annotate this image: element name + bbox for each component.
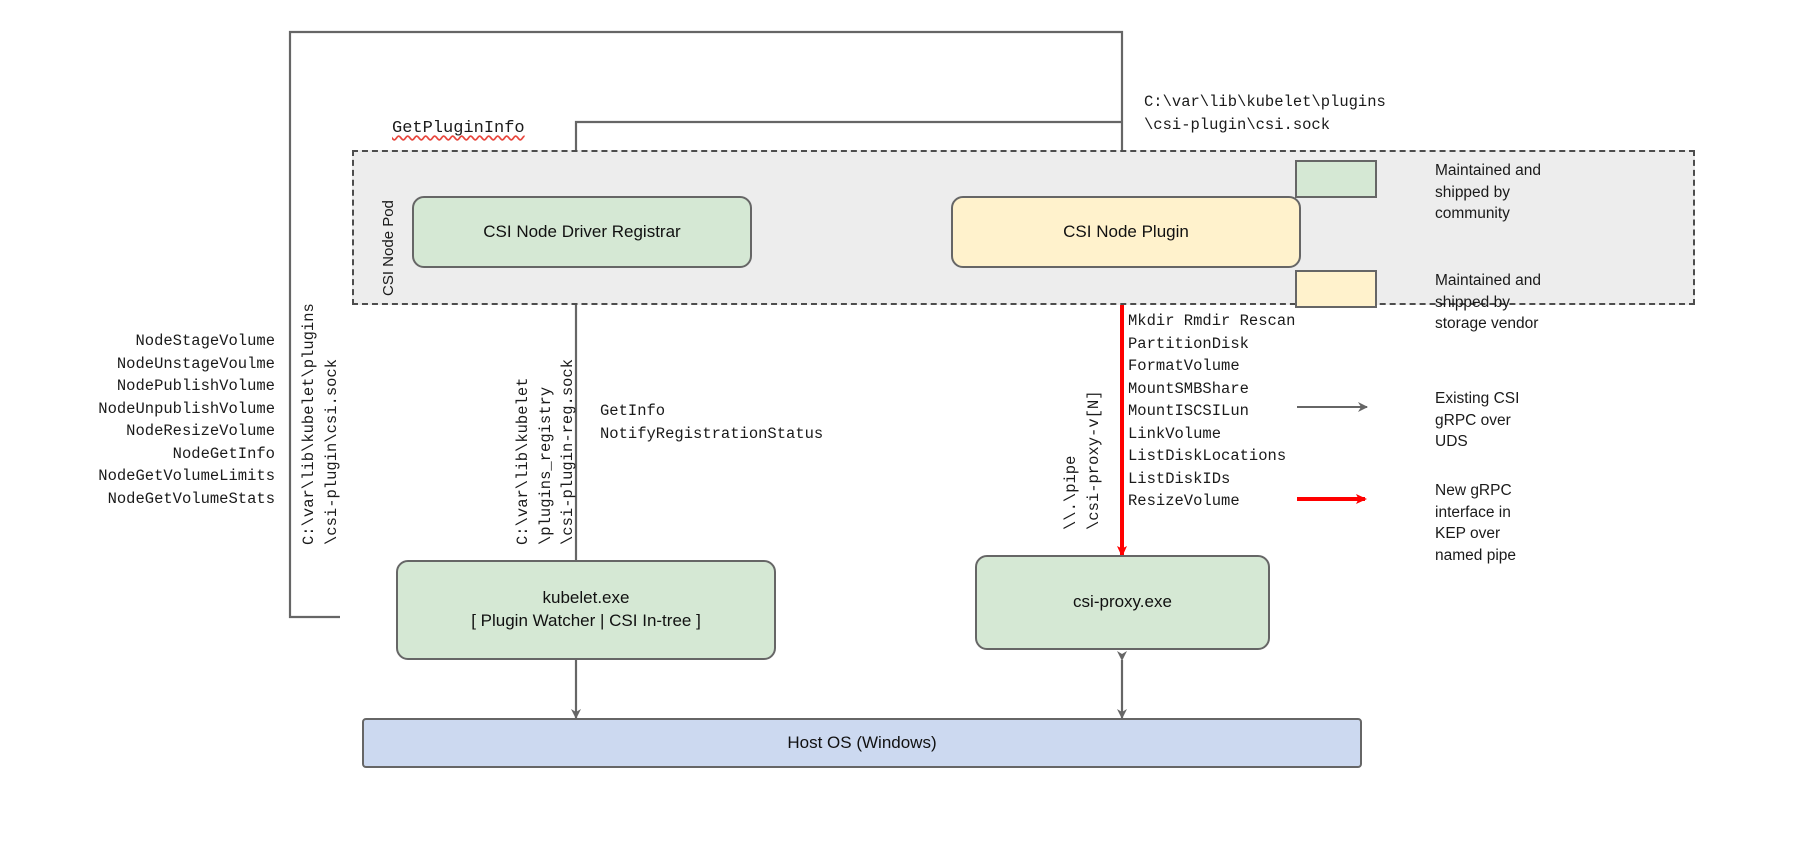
node-csi-node-plugin-label: CSI Node Plugin — [1063, 221, 1189, 241]
legend-arrow-gray-icon — [1295, 388, 1377, 426]
node-host-os-label: Host OS (Windows) — [787, 732, 937, 752]
legend-item-community: Maintained and shipped by community — [1295, 160, 1541, 225]
node-kubelet-exe-subtitle: [ Plugin Watcher | CSI In-tree ] — [471, 611, 701, 630]
label-csi-proxy-calls: Mkdir Rmdir Rescan PartitionDisk FormatV… — [1128, 312, 1296, 510]
legend-arrow-red-icon — [1295, 480, 1377, 518]
legend-swatch-community-icon — [1295, 160, 1377, 198]
legend-item-existing-csi: Existing CSI gRPC over UDS — [1295, 388, 1519, 453]
label-plugin-socket-path: C:\var\lib\kubelet\plugins \csi-plugin\c… — [1144, 93, 1386, 134]
node-csi-proxy-exe-label: csi-proxy.exe — [1073, 592, 1172, 612]
label-registry-socket-path: C:\var\lib\kubelet \plugins_registry \cs… — [514, 358, 577, 545]
node-host-os[interactable]: Host OS (Windows) — [362, 718, 1362, 768]
legend-item-new-grpc: New gRPC interface in KEP over named pip… — [1295, 480, 1516, 566]
node-csi-proxy-exe[interactable]: csi-proxy.exe — [975, 555, 1270, 650]
legend-label-vendor: Maintained and shipped by storage vendor — [1435, 272, 1541, 332]
label-node-service-calls: NodeStageVolume NodeUnstageVoulme NodePu… — [98, 332, 275, 508]
legend-label-new-grpc: New gRPC interface in KEP over named pip… — [1435, 482, 1517, 564]
csi-node-pod-label: CSI Node Pod — [380, 200, 397, 296]
legend-label-existing-csi: Existing CSI gRPC over UDS — [1435, 390, 1520, 450]
label-get-plugin-info: GetPluginInfo — [392, 119, 525, 138]
node-csi-node-driver-registrar[interactable]: CSI Node Driver Registrar — [412, 196, 752, 268]
label-registrar-socket-path: C:\var\lib\kubelet\plugins \csi-plugin\c… — [300, 303, 341, 545]
label-registration-calls: GetInfo NotifyRegistrationStatus — [600, 402, 824, 443]
node-csi-node-driver-registrar-label: CSI Node Driver Registrar — [483, 221, 681, 241]
label-named-pipe-path: \\.\pipe \csi-proxy-v[N] — [1062, 390, 1103, 530]
node-kubelet-exe-title: kubelet.exe — [542, 588, 630, 608]
legend-item-vendor: Maintained and shipped by storage vendor — [1295, 270, 1541, 335]
node-kubelet-exe[interactable]: kubelet.exe [ Plugin Watcher | CSI In-tr… — [396, 560, 776, 660]
legend-swatch-vendor-icon — [1295, 270, 1377, 308]
legend-label-community: Maintained and shipped by community — [1435, 162, 1541, 222]
node-csi-node-plugin[interactable]: CSI Node Plugin — [951, 196, 1301, 268]
